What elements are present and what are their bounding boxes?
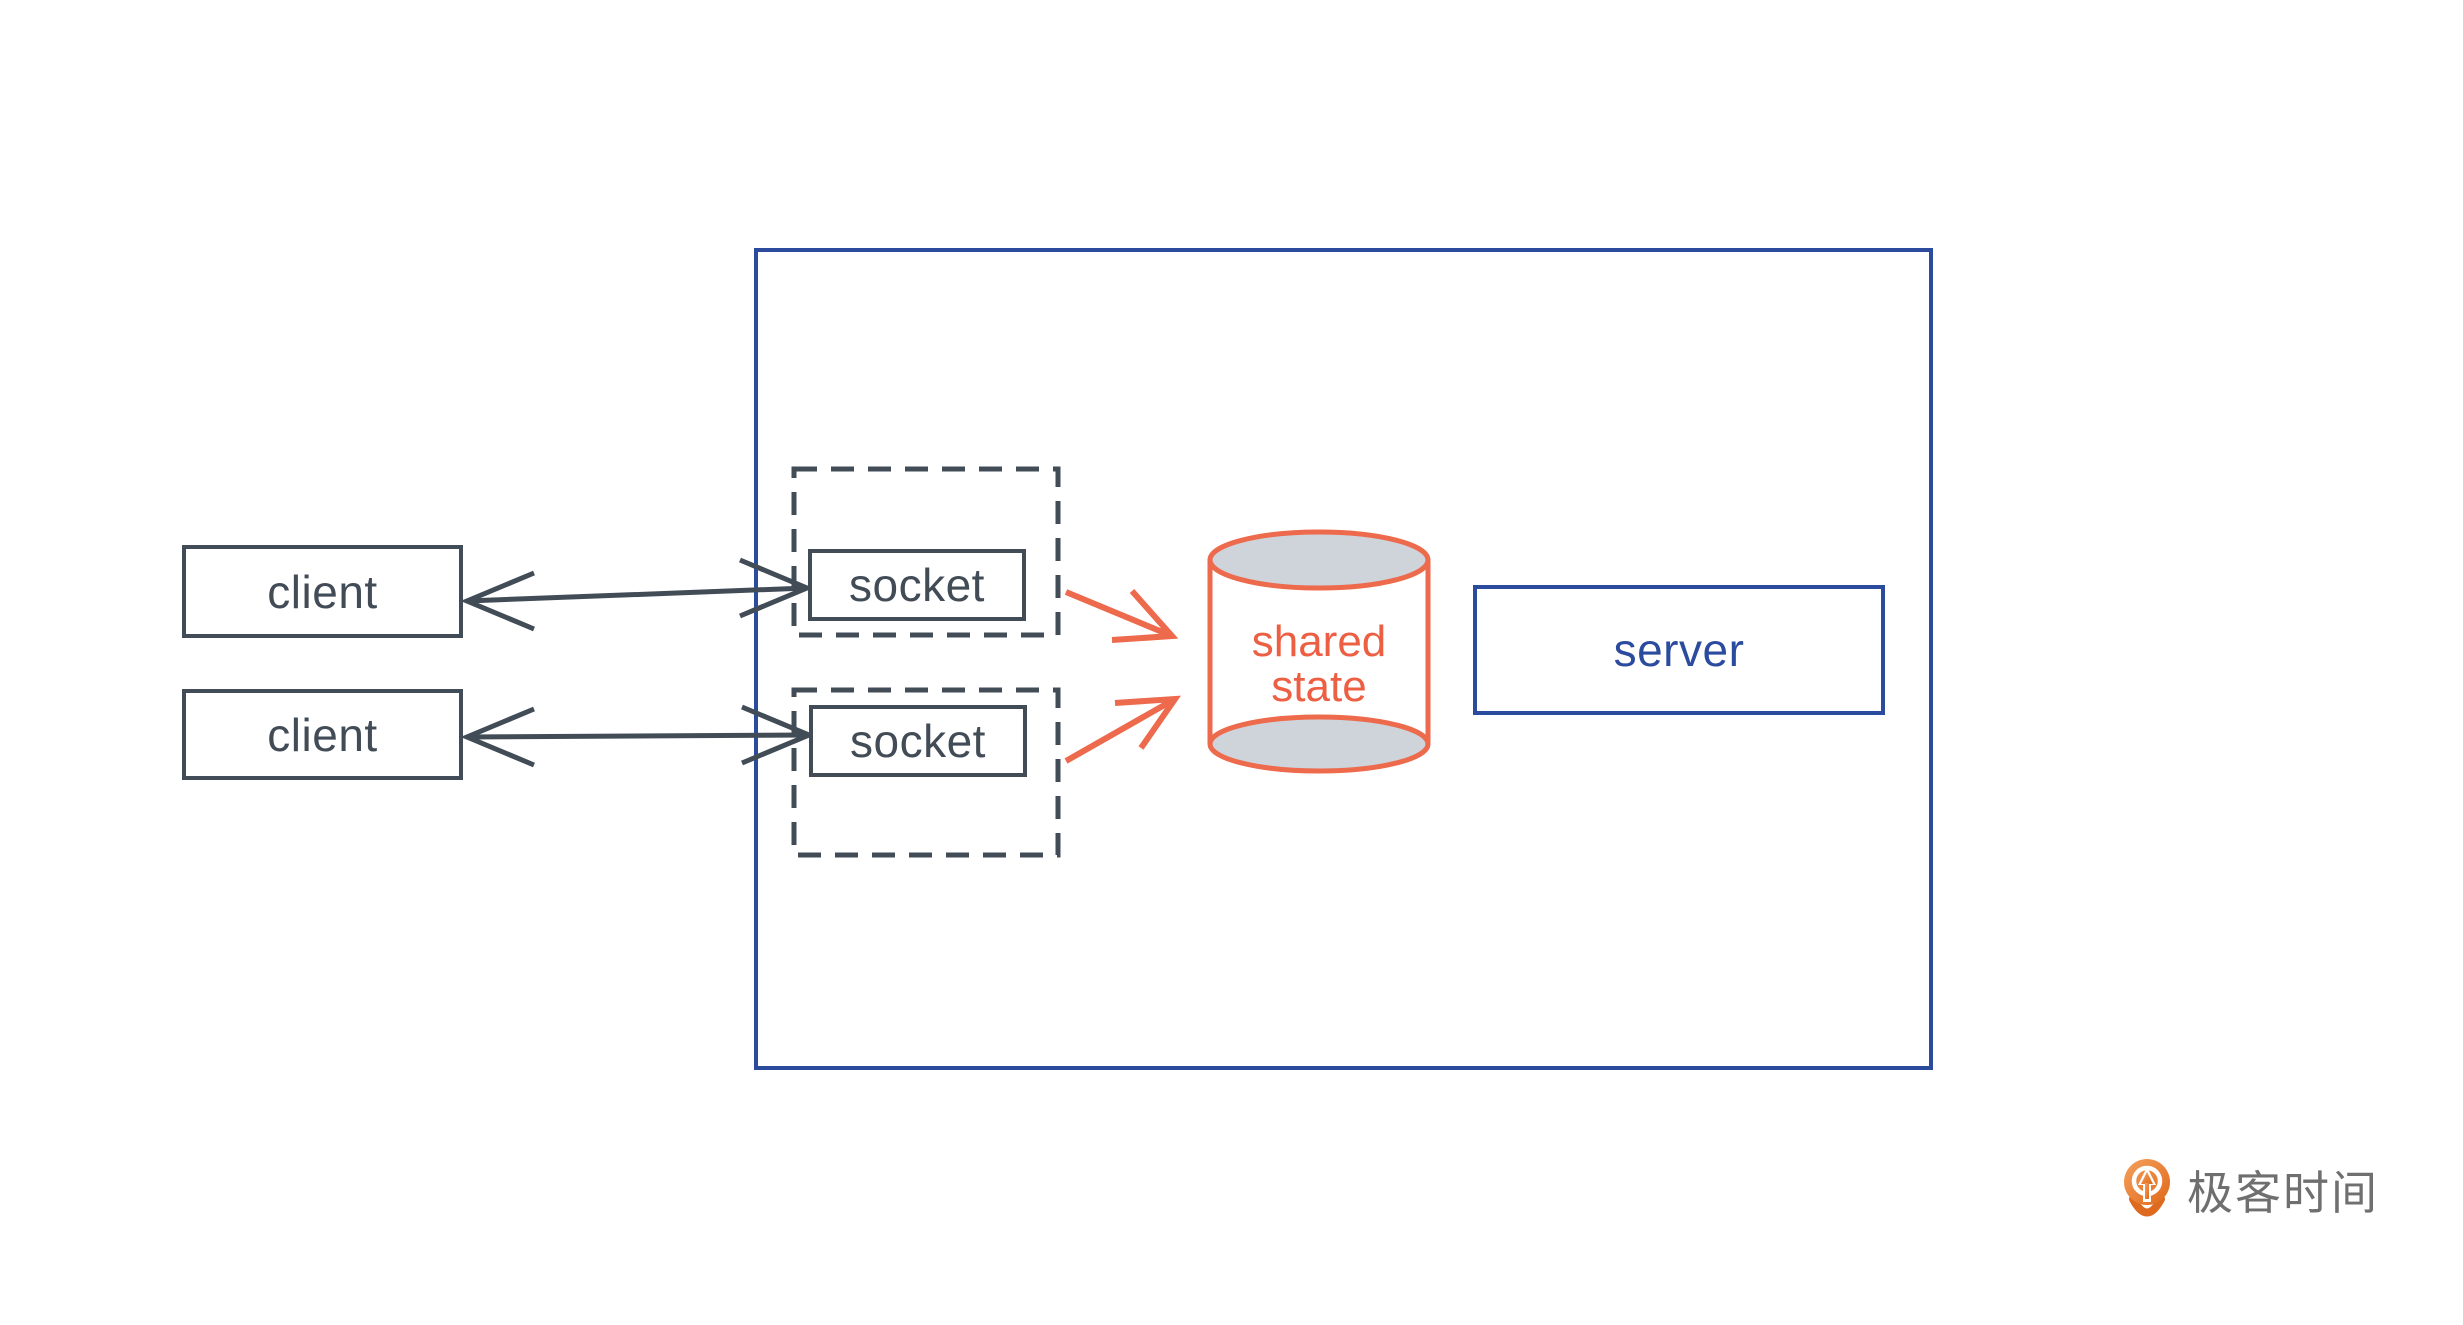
geektime-logo-text: 极客时间 [2187, 1167, 2379, 1219]
client-label: client [267, 708, 378, 761]
arrowhead-left-icon [460, 706, 535, 768]
client-box-2: client [182, 689, 463, 780]
geektime-logo: 极客时间 [2121, 1158, 2379, 1228]
socket-box-1: socket [808, 549, 1026, 621]
geektime-pin-icon [2124, 1159, 2170, 1217]
server-boundary-box [754, 248, 1933, 1070]
socket-box-2: socket [809, 705, 1027, 777]
client-box-1: client [182, 545, 463, 638]
socket-label: socket [849, 559, 985, 611]
server-label: server [1613, 624, 1745, 676]
arrowhead-left-icon [460, 570, 535, 632]
socket-label: socket [850, 715, 986, 767]
server-box: server [1473, 585, 1885, 715]
client-label: client [267, 565, 378, 618]
